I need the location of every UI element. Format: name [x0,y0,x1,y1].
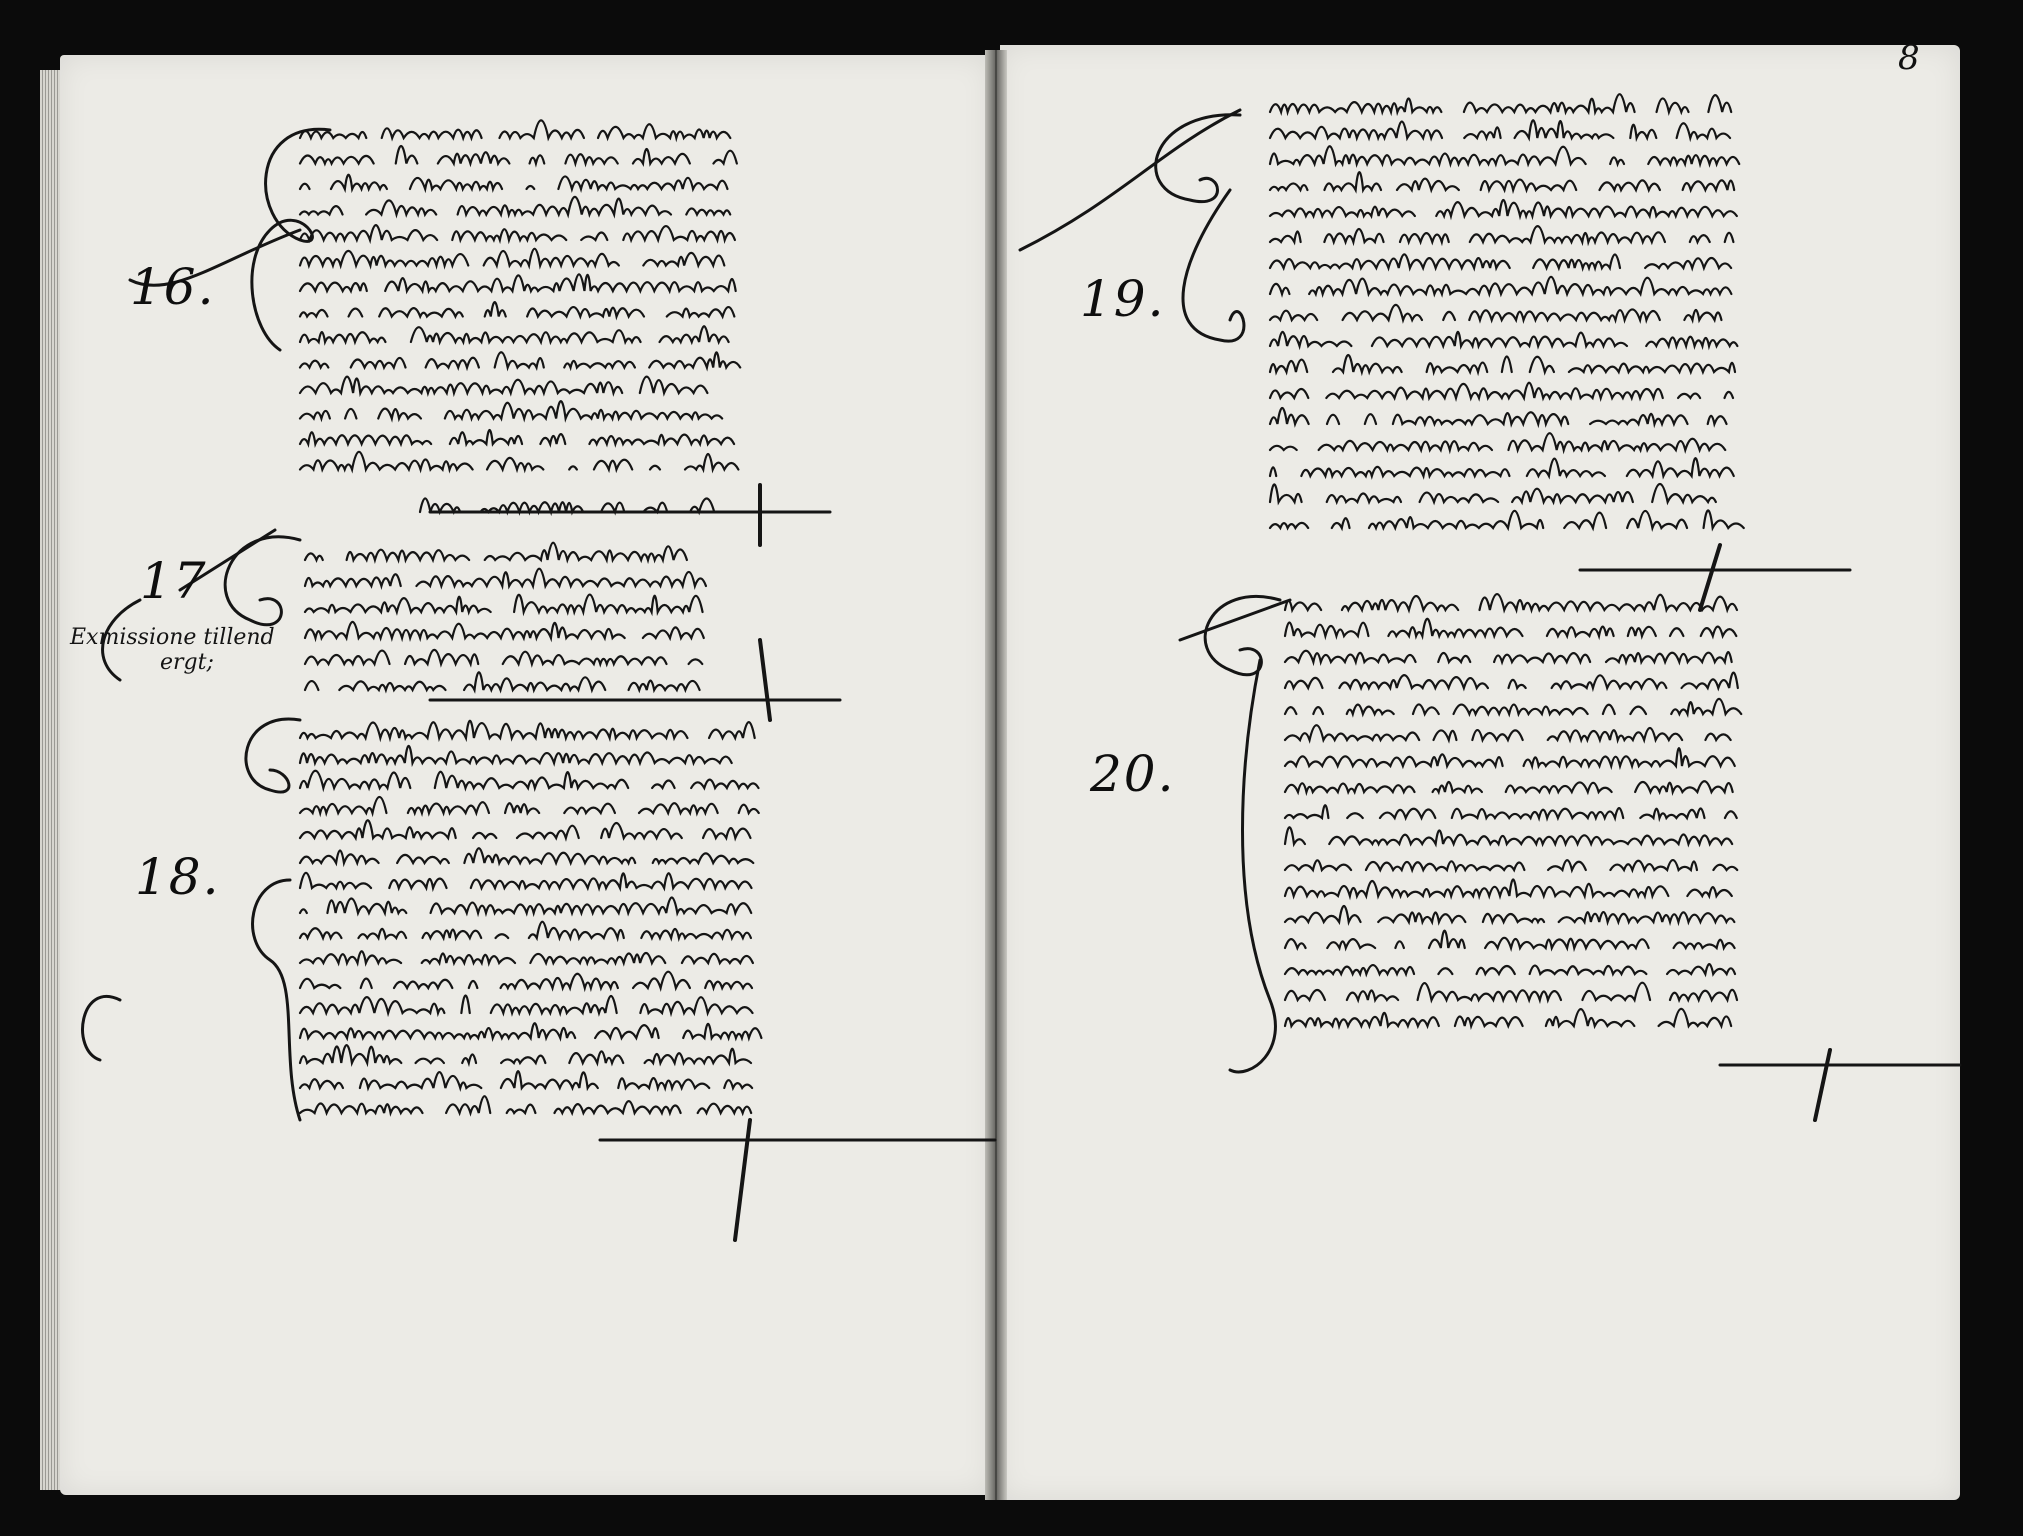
script-line [298,351,742,372]
script-line [1268,119,1732,143]
script-line [298,119,732,143]
left-page [60,55,990,1495]
script-line [298,173,729,194]
script-line [1283,981,1739,1005]
script-line [1283,858,1739,874]
script-line [1283,649,1733,667]
script-line [298,994,754,1018]
script-line [298,819,752,842]
script-line [305,672,720,690]
script-line [1270,408,1752,424]
script-line [1283,878,1733,901]
entry-number-16: 16. [130,258,216,316]
script-line [303,567,708,591]
script-line [1283,804,1738,823]
margin-note: Exmissione tillend ergt; [70,625,300,675]
script-line [298,1022,763,1042]
script-line [1283,724,1732,745]
script-line [1285,827,1749,844]
script-line [298,847,755,868]
entry-number-19: 19. [1080,270,1166,328]
script-line [298,871,753,893]
script-line [298,719,756,743]
script-line [1285,781,1747,792]
script-line [1283,963,1737,978]
script-line [305,543,702,560]
script-line [1268,509,1745,533]
script-line [1283,617,1738,641]
script-line [1283,592,1739,614]
script-line [1283,904,1736,927]
script-line [298,247,726,270]
script-line [298,224,737,245]
script-line [1283,747,1736,771]
script-line [1268,145,1741,169]
script-line [1270,484,1732,502]
script-line [298,450,740,474]
script-line [1270,305,1743,320]
script-line [1283,1007,1733,1031]
script-line [298,195,732,219]
script-line [1270,433,1750,450]
script-line [1268,275,1733,298]
script-line [298,769,760,793]
script-line [303,620,705,643]
margin-note-line-2: ergt; [160,650,214,675]
script-line [418,497,716,517]
script-line [1283,697,1743,718]
script-line [300,746,750,763]
margin-note-line-1: Exmissione tillend [70,625,275,650]
right-page [1000,45,1960,1500]
script-line [298,950,754,967]
script-line [303,593,704,617]
script-line [1268,353,1737,377]
script-line [298,970,754,993]
script-line [298,144,738,168]
entry-number-20: 20. [1090,745,1176,803]
entry-number-18: 18. [135,848,221,906]
script-line [298,400,724,423]
book-gutter [985,50,1007,1500]
script-line [298,325,730,346]
script-line [298,273,737,295]
script-line [298,1043,753,1068]
script-line [1268,225,1735,247]
script-line [1268,198,1738,221]
script-line [298,1095,753,1117]
script-line [1285,673,1754,688]
script-line [300,377,731,393]
script-line [298,795,760,818]
script-line [303,648,704,668]
folio-number: 8 [1898,38,1920,78]
script-line [1268,457,1735,480]
script-line [1268,330,1739,351]
script-line [1283,929,1736,953]
script-line [298,1070,754,1093]
script-line [1268,381,1735,403]
entry-number-17: 17 [140,552,208,610]
script-line [298,428,736,449]
script-line [298,301,736,321]
script-line [1268,253,1733,273]
script-line [1270,172,1760,190]
script-line [298,896,753,918]
script-line [298,920,753,943]
script-line [1268,93,1733,117]
